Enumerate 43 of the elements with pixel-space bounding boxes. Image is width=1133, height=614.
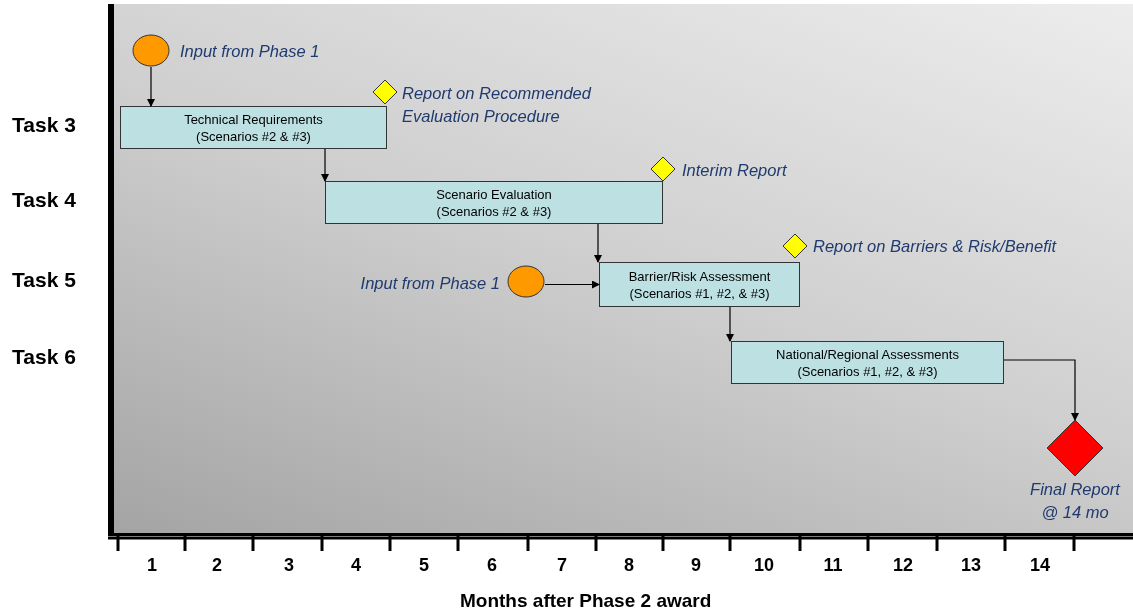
task-text: National/Regional Assessments [776, 345, 959, 363]
milestone-label: Interim Report [682, 160, 788, 181]
milestone-label: Report on Barriers & Risk/Benefit [813, 236, 1058, 257]
task-bar [599, 262, 800, 307]
task-text: Barrier/Risk Assessment [628, 267, 771, 285]
month-number: 10 [753, 555, 775, 576]
task-label: Task 4 [12, 188, 76, 212]
milestone-label: Final Report @ 14 mo [1029, 479, 1122, 523]
month-number: 8 [623, 555, 635, 576]
month-number: 5 [418, 555, 430, 576]
axis-title: Months after Phase 2 award [460, 590, 712, 612]
month-number: 7 [556, 555, 568, 576]
task-bar [325, 181, 663, 224]
task-text: (Scenarios #1, #2, & #3) [629, 284, 770, 302]
task-text: (Scenarios #1, #2, & #3) [797, 362, 938, 380]
task-text: Scenario Evaluation [436, 185, 552, 203]
task-label: Task 3 [12, 113, 76, 137]
month-number: 9 [690, 555, 702, 576]
month-number: 1 [146, 555, 158, 576]
month-number: 3 [283, 555, 295, 576]
month-number: 11 [822, 555, 844, 576]
month-number: 4 [350, 555, 362, 576]
task-bar [120, 106, 387, 149]
task-label: Task 6 [12, 345, 76, 369]
task-text: Technical Requirements [184, 110, 323, 128]
task-bar [731, 341, 1004, 384]
arrow [147, 66, 155, 107]
milestone-label: Input from Phase 1 [180, 41, 321, 62]
task-text: (Scenarios #2 & #3) [196, 127, 311, 145]
month-number: 13 [960, 555, 982, 576]
arrow [726, 306, 734, 342]
arrow [594, 223, 602, 263]
month-number: 12 [892, 555, 914, 576]
month-number: 14 [1029, 555, 1051, 576]
arrow [321, 148, 329, 182]
arrow [1003, 359, 1079, 421]
arrow [544, 280, 600, 289]
month-number: 6 [486, 555, 498, 576]
task-text: (Scenarios #2 & #3) [436, 202, 552, 220]
milestone-label: Input from Phase 1 [359, 273, 500, 294]
task-label: Task 5 [12, 268, 76, 292]
month-number: 2 [211, 555, 223, 576]
milestone-label: Report on Recommended Evaluation Procedure [402, 83, 593, 127]
